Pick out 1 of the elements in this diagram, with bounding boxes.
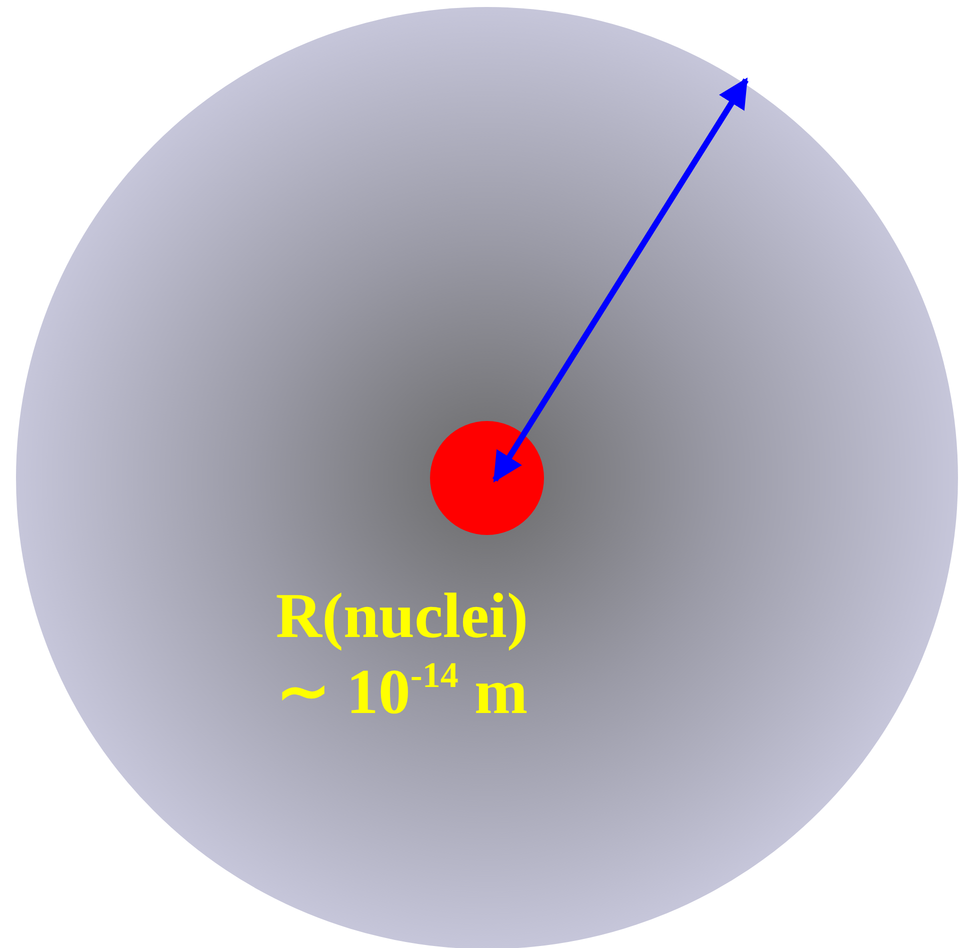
radius-label: R(nuclei) ∼ 10$^{-14}$ m	[274, 579, 530, 729]
